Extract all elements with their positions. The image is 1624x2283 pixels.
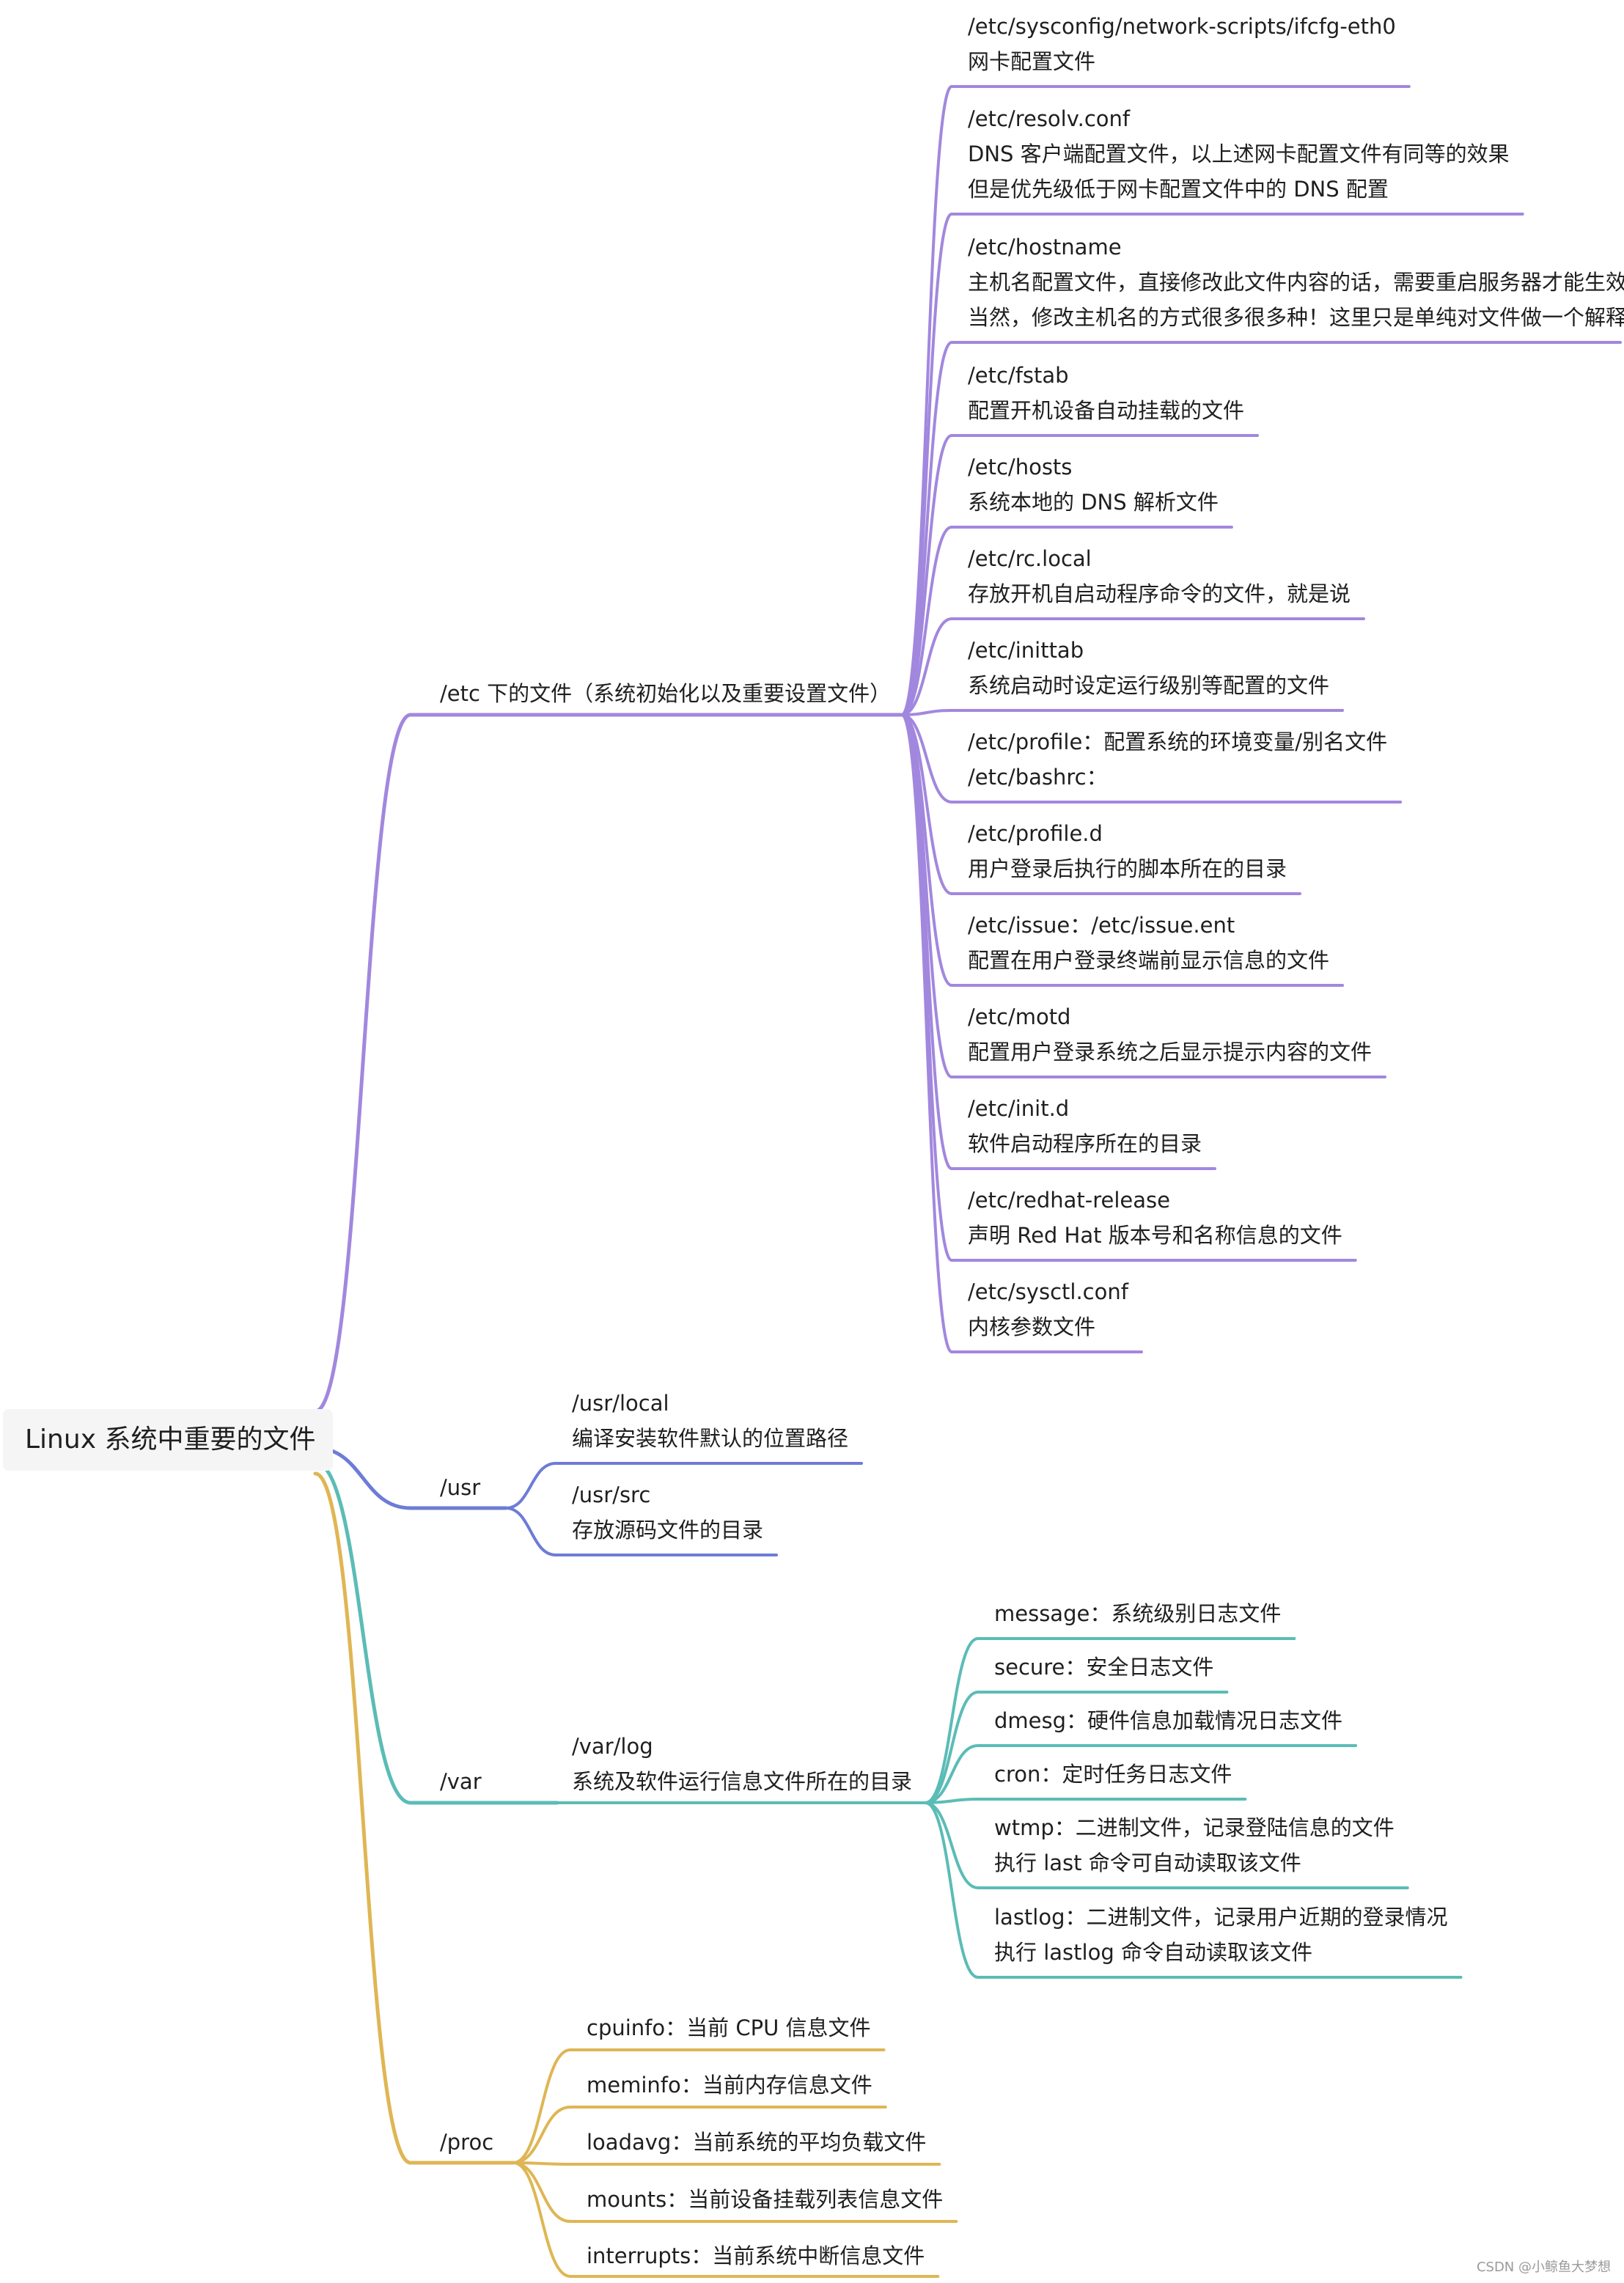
link-etc-item-1 [900, 213, 953, 716]
link-var-log-item-4 [924, 1801, 980, 1889]
proc-item-2-title: loadavg：当前系统的平均负载文件 [587, 2130, 927, 2155]
etc-item-5-desc: 存放开机自启动程序命令的文件，就是说 [968, 581, 1351, 606]
etc-item-7-desc: /etc/bashrc： [968, 765, 1108, 790]
link-etc-item-3 [900, 434, 953, 716]
link-etc-item-7 [900, 713, 953, 804]
link-usr-item-1 [504, 1507, 557, 1556]
etc-item-1-title: /etc/resolv.conf [968, 106, 1131, 131]
etc-item-13-title: /etc/sysctl.conf [968, 1279, 1128, 1304]
usr-item-1-title: /usr/src [572, 1482, 651, 1507]
branch-proc-label: /proc [440, 2130, 494, 2155]
var-log-item-4-title: wtmp：二进制文件，记录登陆信息的文件 [994, 1815, 1395, 1840]
etc-item-8-title: /etc/profile.d [968, 821, 1103, 846]
link-etc-item-13 [900, 713, 953, 1353]
etc-item-4-desc: 系统本地的 DNS 解析文件 [968, 490, 1219, 515]
var-log-item-4-desc: 执行 last 命令可自动读取该文件 [994, 1850, 1301, 1875]
root-node[interactable] [3, 1409, 333, 1471]
link-etc-item-11 [900, 713, 953, 1170]
etc-item-10-title: /etc/motd [968, 1004, 1071, 1029]
proc-item-0-title: cpuinfo：当前 CPU 信息文件 [587, 2015, 871, 2040]
etc-item-1-desc: 但是优先级低于网卡配置文件中的 DNS 配置 [968, 177, 1389, 202]
link-etc-item-6 [900, 709, 953, 716]
var-log-item-3-title: cron：定时任务日志文件 [994, 1762, 1232, 1787]
link-proc-item-0 [512, 2048, 572, 2164]
etc-item-9-desc: 配置在用户登录终端前显示信息的文件 [968, 948, 1330, 973]
var-log-item-2-title: dmesg：硬件信息加载情况日志文件 [994, 1708, 1343, 1733]
proc-item-1-title: meminfo：当前内存信息文件 [587, 2073, 872, 2098]
etc-item-2-desc: 当然，修改主机名的方式很多很多种！这里只是单纯对文件做一个解释 [968, 305, 1624, 330]
branch-var-label: /var [440, 1769, 482, 1794]
usr-item-1-desc: 存放源码文件的目录 [572, 1518, 764, 1543]
link-var-log-item-0 [924, 1637, 980, 1804]
watermark: CSDN @小鲸鱼大梦想 [1476, 2260, 1611, 2275]
var-log-item-5-desc: 执行 lastlog 命令自动读取该文件 [994, 1940, 1312, 1965]
link-etc-item-5 [900, 617, 953, 716]
usr-item-0-desc: 编译安装软件默认的位置路径 [572, 1426, 849, 1451]
etc-item-9-title: /etc/issue：/etc/issue.ent [968, 913, 1235, 938]
etc-item-12-title: /etc/redhat-release [968, 1188, 1170, 1213]
etc-item-2-title: /etc/hostname [968, 235, 1122, 260]
branch-usr-label: /usr [440, 1475, 481, 1500]
etc-item-3-title: /etc/fstab [968, 363, 1069, 388]
link-var-log-item-1 [924, 1691, 980, 1804]
etc-item-5-title: /etc/rc.local [968, 546, 1092, 571]
etc-item-8-desc: 用户登录后执行的脚本所在的目录 [968, 856, 1287, 881]
etc-item-4-title: /etc/hosts [968, 455, 1073, 479]
usr-item-0-title: /usr/local [572, 1391, 669, 1416]
etc-item-6-title: /etc/inittab [968, 638, 1084, 663]
etc-item-2-desc: 主机名配置文件，直接修改此文件内容的话，需要重启服务器才能生效 [968, 270, 1624, 295]
etc-item-3-desc: 配置开机设备自动挂载的文件 [968, 398, 1245, 423]
etc-item-11-desc: 软件启动程序所在的目录 [968, 1131, 1202, 1156]
link-proc-item-3 [512, 2161, 572, 2223]
etc-item-0-desc: 网卡配置文件 [968, 49, 1096, 74]
etc-item-13-desc: 内核参数文件 [968, 1315, 1096, 1339]
link-root-var [313, 1460, 413, 1805]
var-log-item-0-title: message：系统级别日志文件 [994, 1601, 1282, 1626]
etc-item-1-desc: DNS 客户端配置文件，以上述网卡配置文件有同等的效果 [968, 141, 1510, 166]
link-var-log-item-5 [924, 1801, 980, 1979]
etc-item-10-desc: 配置用户登录系统之后显示提示内容的文件 [968, 1040, 1373, 1065]
etc-item-7-title: /etc/profile：配置系统的环境变量/别名文件 [968, 729, 1388, 754]
var-log-item-1-title: secure：安全日志文件 [994, 1655, 1214, 1680]
proc-item-3-title: mounts：当前设备挂载列表信息文件 [587, 2187, 944, 2212]
etc-item-12-desc: 声明 Red Hat 版本号和名称信息的文件 [968, 1223, 1342, 1248]
link-proc-item-1 [512, 2106, 572, 2164]
var-log-desc: 系统及软件运行信息文件所在的目录 [572, 1769, 913, 1794]
link-proc-item-4 [512, 2161, 572, 2278]
link-etc-item-4 [900, 526, 953, 716]
link-var-log-item-2 [924, 1744, 980, 1804]
link-root-proc [313, 1471, 413, 2165]
link-usr-item-0 [504, 1462, 557, 1510]
root-node-label: Linux 系统中重要的文件 [25, 1424, 316, 1455]
etc-item-6-desc: 系统启动时设定运行级别等配置的文件 [968, 673, 1330, 698]
var-log-item-5-title: lastlog：二进制文件，记录用户近期的登录情况 [994, 1905, 1448, 1930]
var-log-title: /var/log [572, 1734, 653, 1759]
etc-item-11-title: /etc/init.d [968, 1096, 1070, 1121]
branch-etc-label: /etc 下的文件（系统初始化以及重要设置文件） [440, 681, 892, 706]
link-var-log-item-3 [924, 1798, 980, 1804]
proc-item-4-title: interrupts：当前系统中断信息文件 [587, 2243, 925, 2268]
etc-item-0-title: /etc/sysconfig/network-scripts/ifcfg-eth… [968, 14, 1396, 39]
link-root-etc [313, 713, 413, 1413]
